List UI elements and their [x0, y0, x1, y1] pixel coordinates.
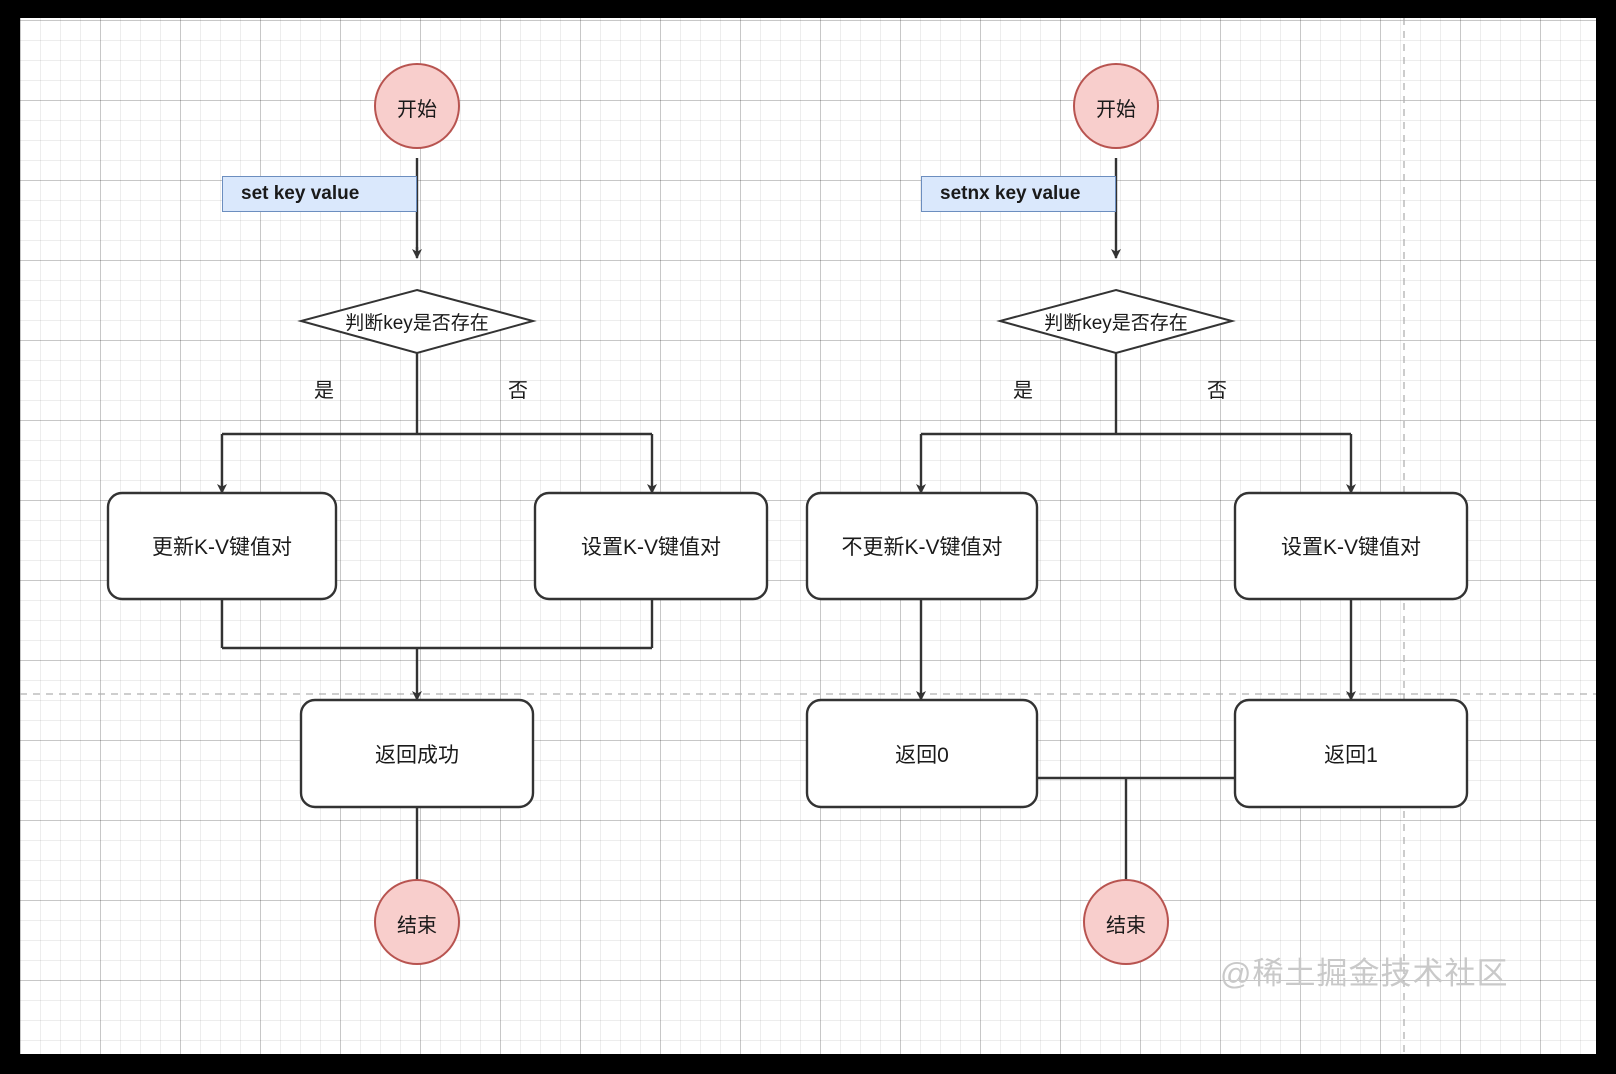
- flowchart-set-command: [106, 63, 769, 965]
- flowchart-vector-layer: [20, 18, 1596, 1054]
- setnx-start-terminator[interactable]: [1073, 63, 1159, 149]
- set-command-edge-label[interactable]: set key value: [222, 176, 417, 212]
- set-yes-process-box[interactable]: [106, 491, 338, 601]
- watermark-text: @稀土掘金技术社区: [1220, 956, 1509, 991]
- set-no-process-box[interactable]: [533, 491, 769, 601]
- set-decision-diamond[interactable]: [297, 288, 537, 355]
- flowchart-setnx-command: [805, 63, 1469, 965]
- setnx-yes-process-box[interactable]: [805, 491, 1039, 601]
- set-end-terminator[interactable]: [374, 879, 460, 965]
- diagram-canvas: 开始 set key value 判断key是否存在 是 否 更新K-V键值对 …: [20, 18, 1596, 1054]
- set-start-terminator[interactable]: [374, 63, 460, 149]
- setnx-result-no-box[interactable]: [1233, 698, 1469, 809]
- setnx-result-yes-box[interactable]: [805, 698, 1039, 809]
- setnx-decision-diamond[interactable]: [996, 288, 1236, 355]
- alignment-guides: [20, 18, 1596, 1054]
- setnx-flow-edges: [916, 158, 1356, 891]
- setnx-no-process-box[interactable]: [1233, 491, 1469, 601]
- setnx-end-terminator[interactable]: [1083, 879, 1169, 965]
- setnx-command-edge-label[interactable]: setnx key value: [921, 176, 1116, 212]
- set-result-box[interactable]: [299, 698, 535, 809]
- set-flow-edges: [217, 158, 657, 891]
